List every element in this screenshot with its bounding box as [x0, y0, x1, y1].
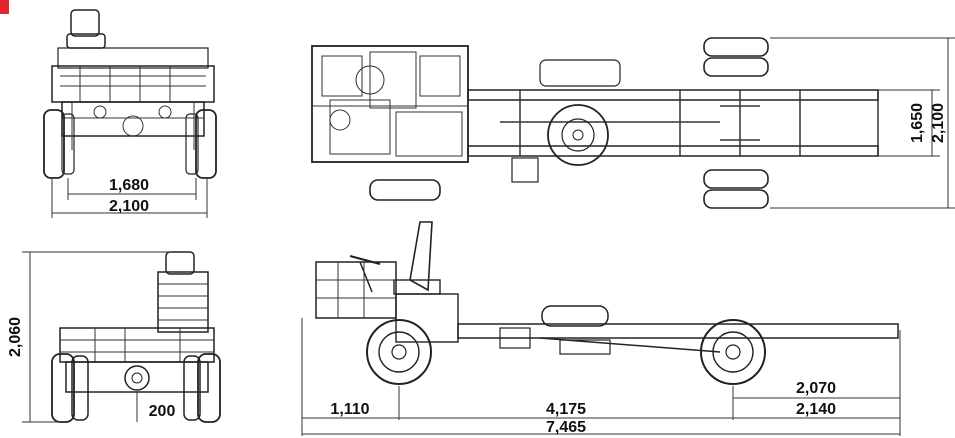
overall-width-label: 2,100: [930, 103, 947, 143]
rear-view: 2,060 200: [7, 251, 221, 423]
front-track-outer-label: 2,100: [109, 198, 149, 215]
rear-overhang-a-label: 2,070: [796, 380, 836, 397]
top-view: 1,650 2,100: [311, 37, 955, 209]
accent-tab: [0, 0, 9, 14]
front-track-inner-label: 1,680: [109, 177, 149, 194]
frame-width-label: 1,650: [909, 103, 926, 143]
side-view: 1,110 4,175 2,070 2,140 7,465: [301, 221, 901, 436]
front-view: 1,680 2,100: [43, 9, 217, 218]
ground-clearance-label: 200: [149, 403, 176, 420]
front-overhang-label: 1,110: [330, 401, 369, 418]
rear-overhang-b-label: 2,140: [796, 401, 836, 418]
rear-height-label: 2,060: [7, 317, 24, 357]
overall-length-label: 7,465: [546, 419, 586, 436]
wheelbase-label: 4,175: [546, 401, 586, 418]
